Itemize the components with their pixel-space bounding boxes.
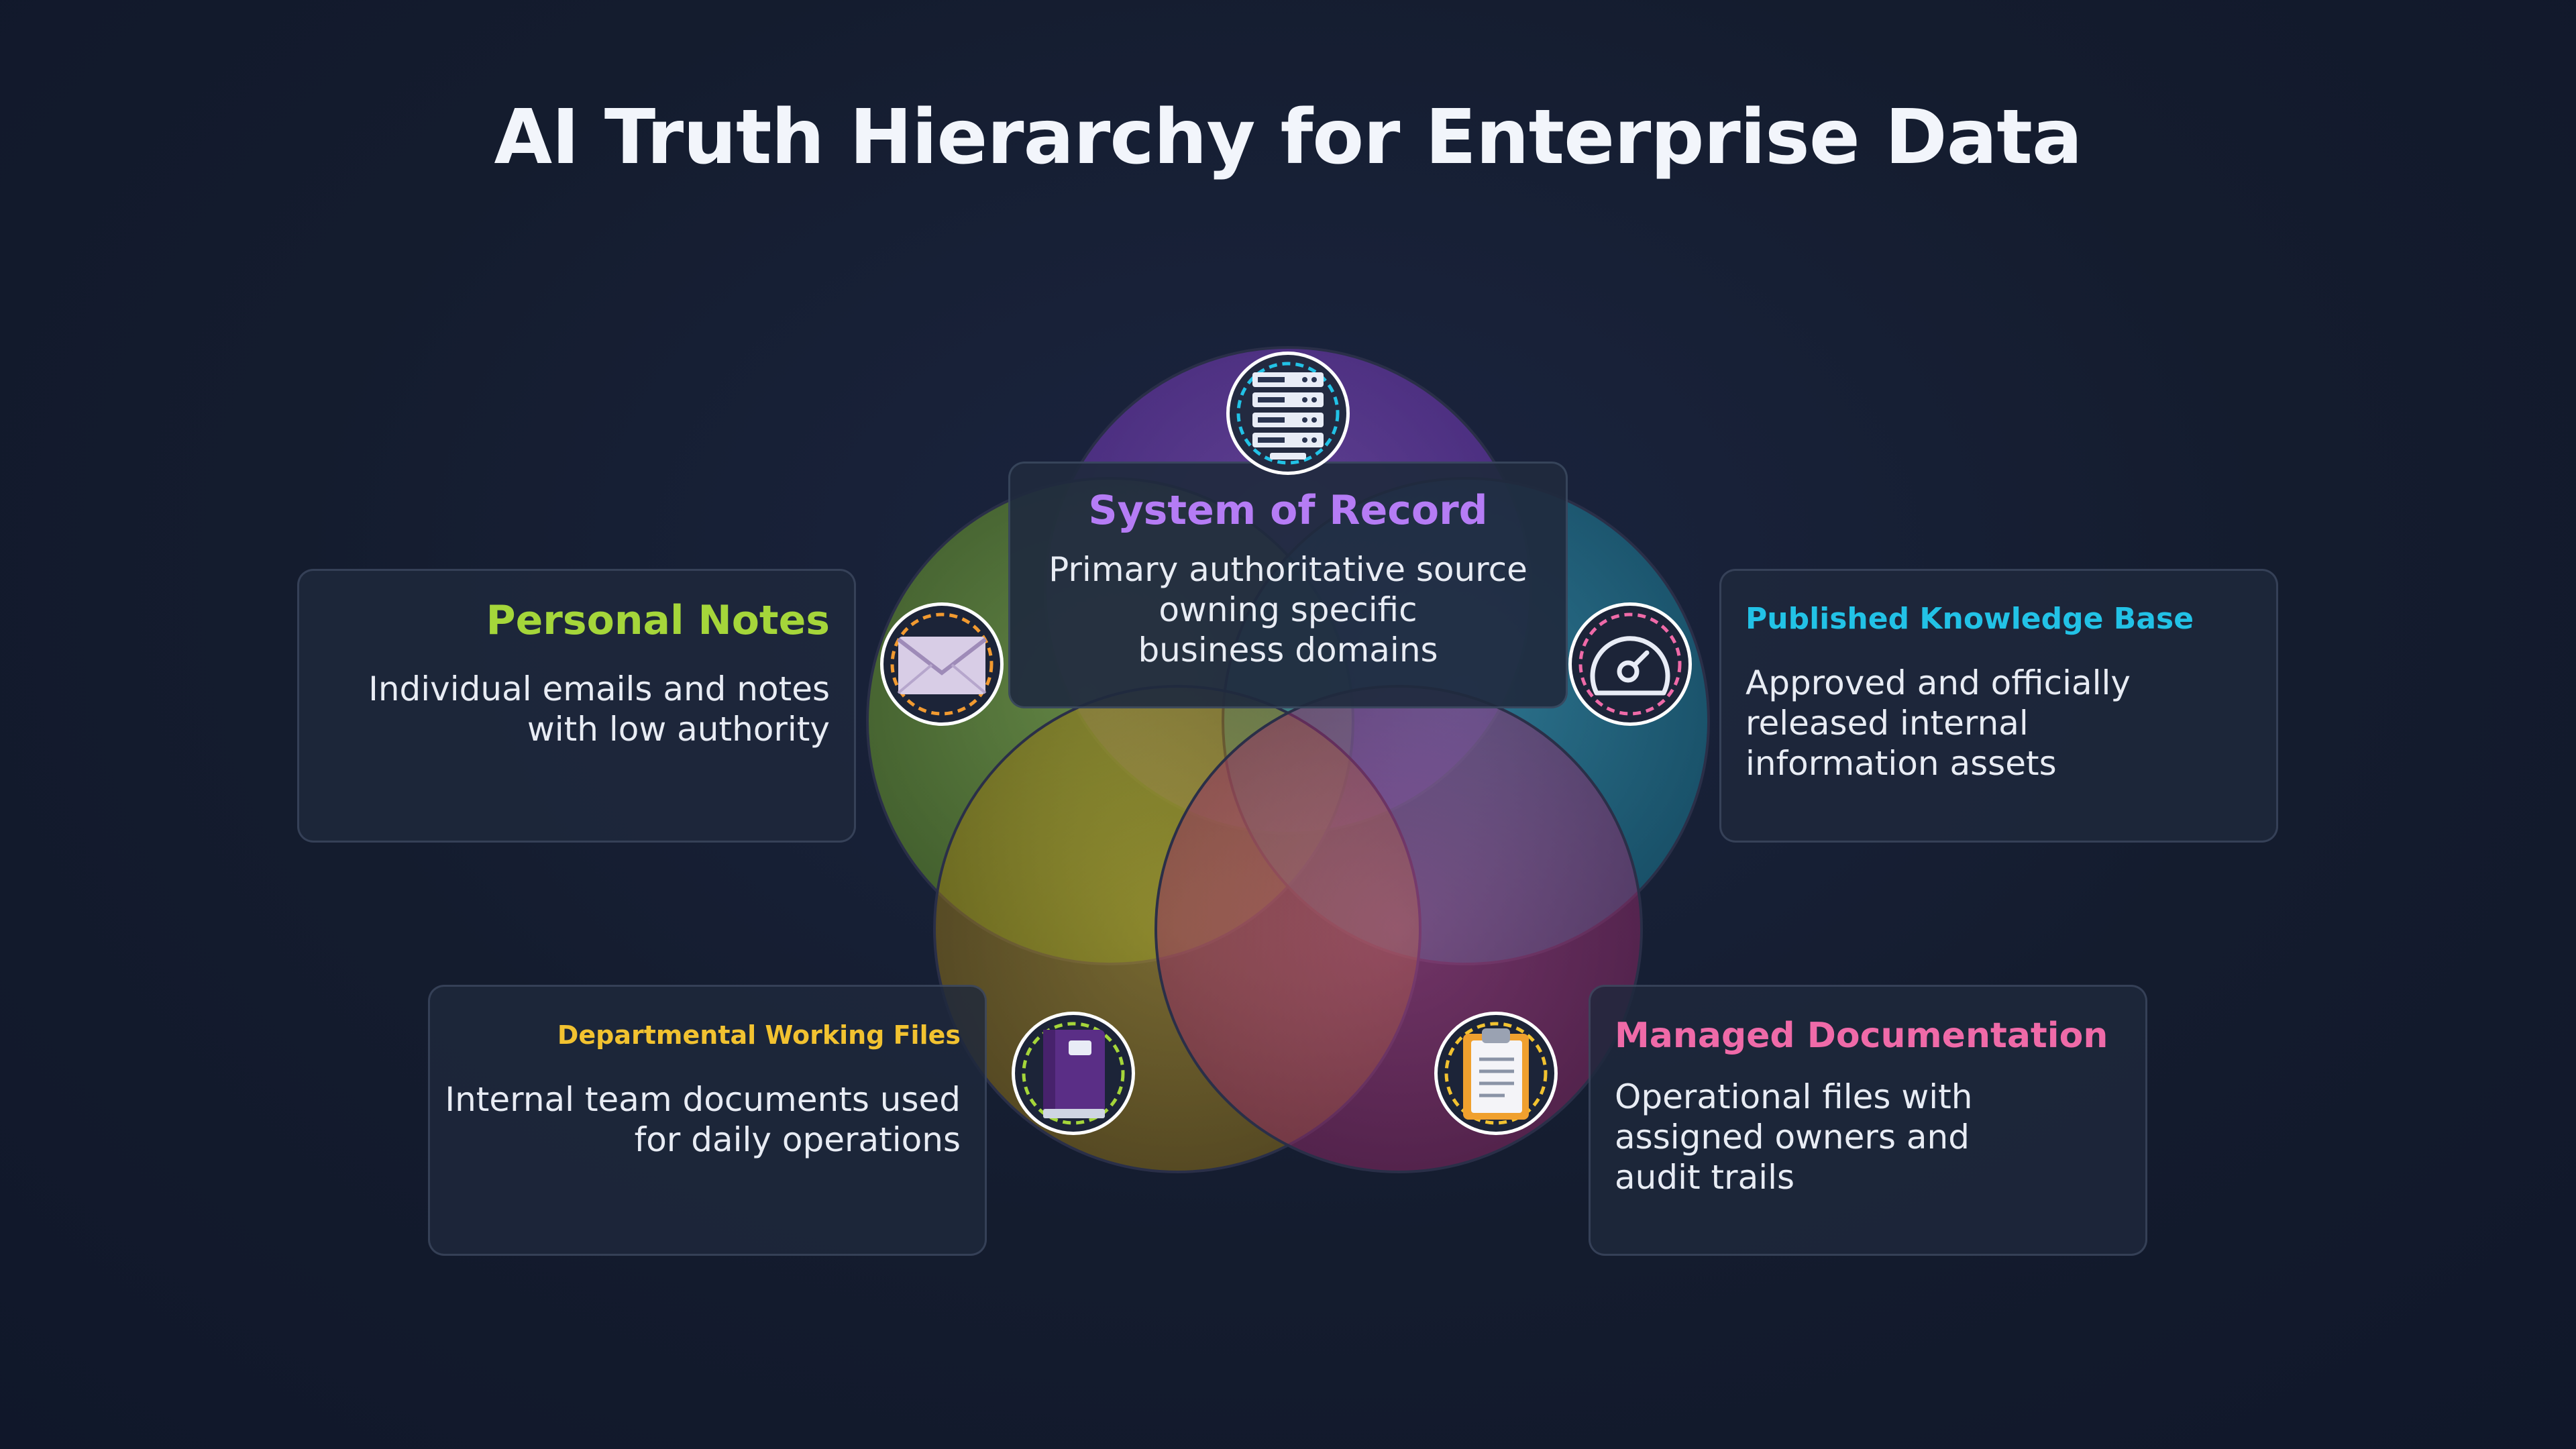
- system-of-record-title: System of Record: [1088, 487, 1488, 534]
- card-system-of-record: System of Record Primary authoritative s…: [1008, 462, 1568, 708]
- notebook-icon: [1012, 1012, 1135, 1135]
- circle-managed-docs: [1155, 685, 1643, 1173]
- personal-notes-title: Personal Notes: [486, 597, 830, 644]
- envelope-icon: [880, 602, 1004, 726]
- managed-docs-title: Managed Documentation: [1615, 1016, 2108, 1056]
- page-title: AI Truth Hierarchy for Enterprise Data: [494, 94, 2083, 181]
- published-kb-description: Approved and officially released interna…: [1746, 663, 2131, 783]
- card-published-knowledge-base: Published Knowledge Base Approved and of…: [1719, 569, 2278, 843]
- gauge-icon: [1568, 602, 1692, 726]
- managed-docs-description: Operational files with assigned owners a…: [1615, 1077, 1973, 1197]
- system-of-record-description: Primary authoritative source owning spec…: [1049, 550, 1527, 669]
- departmental-files-description: Internal team documents used for daily o…: [445, 1079, 961, 1159]
- published-kb-title: Published Knowledge Base: [1746, 602, 2194, 636]
- card-departmental-working-files: Departmental Working Files Internal team…: [428, 985, 987, 1256]
- personal-notes-description: Individual emails and notes with low aut…: [368, 669, 830, 749]
- card-managed-documentation: Managed Documentation Operational files …: [1589, 985, 2147, 1256]
- card-personal-notes: Personal Notes Individual emails and not…: [297, 569, 856, 843]
- departmental-files-title: Departmental Working Files: [557, 1020, 961, 1050]
- server-rack-icon: [1226, 352, 1350, 475]
- clipboard-icon: [1434, 1012, 1558, 1135]
